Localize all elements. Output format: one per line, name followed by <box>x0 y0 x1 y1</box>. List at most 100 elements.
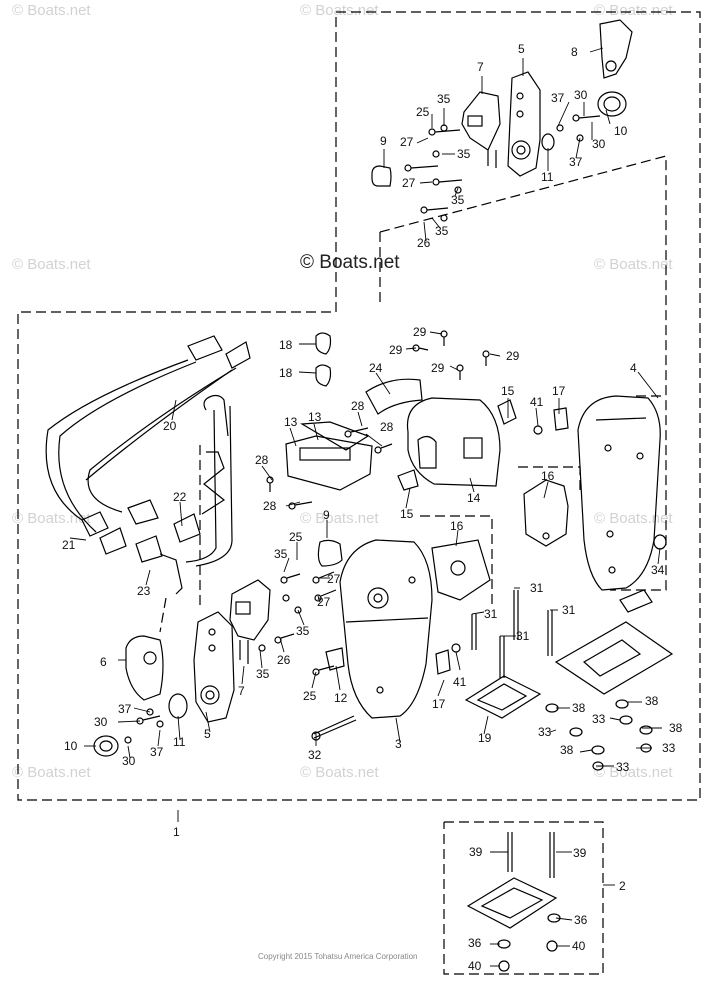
callout-29: 29 <box>389 343 403 357</box>
callout-12: 12 <box>334 691 348 705</box>
callout-40: 40 <box>468 959 482 973</box>
copyright-notice: Copyright 2015 Tohatsu America Corporati… <box>258 952 418 961</box>
bracket-13 <box>285 435 373 491</box>
callout-38: 38 <box>645 694 659 708</box>
callout-31: 31 <box>516 629 530 643</box>
callout-18: 18 <box>279 338 293 352</box>
callout-35: 35 <box>437 92 451 106</box>
callout-30: 30 <box>592 137 606 151</box>
callout-25: 25 <box>303 689 317 703</box>
watermark: © Boats.net <box>300 510 379 527</box>
grommet-18b <box>315 364 332 387</box>
assembly-boundary-2 <box>443 821 604 975</box>
clip-15a <box>497 399 517 425</box>
callout-11: 11 <box>541 170 554 184</box>
callout-23: 23 <box>137 584 151 598</box>
pin-41a <box>533 425 543 435</box>
gasket-19 <box>464 675 542 719</box>
bolts-31 <box>471 590 553 678</box>
callout-37: 37 <box>551 91 565 105</box>
harness-20 <box>203 394 229 437</box>
connector-23 <box>135 535 163 563</box>
callout-5: 5 <box>204 727 211 741</box>
callout-33: 33 <box>616 760 630 774</box>
control-box-3 <box>339 539 433 719</box>
remote-control-4 <box>577 395 661 591</box>
screws-29 <box>412 330 490 380</box>
callout-30: 30 <box>94 715 108 729</box>
plate-16b <box>431 539 491 601</box>
callout-37: 37 <box>118 702 132 716</box>
watermark: © Boats.net <box>594 2 673 19</box>
callout-10: 10 <box>614 124 628 138</box>
callout-6: 6 <box>100 655 107 669</box>
callout-32: 32 <box>308 748 322 762</box>
callout-13: 13 <box>308 410 322 424</box>
callout-9: 9 <box>380 134 387 148</box>
callout-39: 39 <box>469 845 483 859</box>
connector-20b <box>225 341 251 369</box>
callout-35: 35 <box>274 547 288 561</box>
callout-35: 35 <box>296 624 310 638</box>
callout-30: 30 <box>574 88 588 102</box>
cap-9b <box>317 539 343 567</box>
bushing-10b <box>93 735 119 757</box>
callout-35: 35 <box>457 147 471 161</box>
callout-20: 20 <box>163 419 177 433</box>
callout-28: 28 <box>255 453 269 467</box>
watermark: © Boats.net <box>300 764 379 781</box>
spacer-12 <box>325 647 345 671</box>
watermark: © Boats.net <box>594 256 673 273</box>
callout-7: 7 <box>477 60 484 74</box>
callout-4: 4 <box>630 361 637 375</box>
callout-26: 26 <box>417 236 431 250</box>
bolt-32 <box>313 715 355 735</box>
callout-31: 31 <box>530 581 544 595</box>
callout-27: 27 <box>402 176 416 190</box>
callout-38: 38 <box>669 721 683 735</box>
watermark: © Boats.net <box>12 2 91 19</box>
callout-36: 36 <box>468 936 482 950</box>
pin-41b <box>451 643 461 653</box>
control-arm-5 <box>507 71 541 177</box>
callout-21: 21 <box>62 538 76 552</box>
callout-15: 15 <box>400 507 414 521</box>
callout-8: 8 <box>571 45 578 59</box>
callout-2: 2 <box>619 879 626 893</box>
watermark: © Boats.net <box>12 510 91 527</box>
callout-17: 17 <box>552 384 566 398</box>
screws-left <box>124 571 337 744</box>
callout-34: 34 <box>651 563 665 577</box>
connector-22 <box>173 513 201 543</box>
callout-13: 13 <box>284 415 298 429</box>
callout-31: 31 <box>484 607 498 621</box>
callout-18: 18 <box>279 366 293 380</box>
clip-15b <box>397 469 419 491</box>
callout-36: 36 <box>574 913 588 927</box>
callout-16: 16 <box>541 469 555 483</box>
callout-25: 25 <box>416 105 430 119</box>
lever-8 <box>599 19 633 79</box>
connector-21 <box>81 511 109 537</box>
callout-27: 27 <box>400 135 414 149</box>
callout-31: 31 <box>562 603 576 617</box>
callout-25: 25 <box>289 530 303 544</box>
callout-33: 33 <box>592 712 606 726</box>
callout-1: 1 <box>173 825 180 839</box>
callout-28: 28 <box>380 420 394 434</box>
callout-41: 41 <box>530 395 544 409</box>
callout-26: 26 <box>277 653 291 667</box>
callout-27: 27 <box>327 572 341 586</box>
callout-11: 11 <box>173 735 186 749</box>
housing-14 <box>406 397 501 487</box>
mount-plate <box>554 621 674 695</box>
callout-33: 33 <box>662 741 676 755</box>
callout-35: 35 <box>435 224 449 238</box>
cover-24 <box>365 378 423 415</box>
callout-17: 17 <box>432 697 446 711</box>
stopper-17a <box>553 407 569 431</box>
cap-9 <box>371 165 392 187</box>
callout-14: 14 <box>467 491 481 505</box>
callout-27: 27 <box>317 595 331 609</box>
